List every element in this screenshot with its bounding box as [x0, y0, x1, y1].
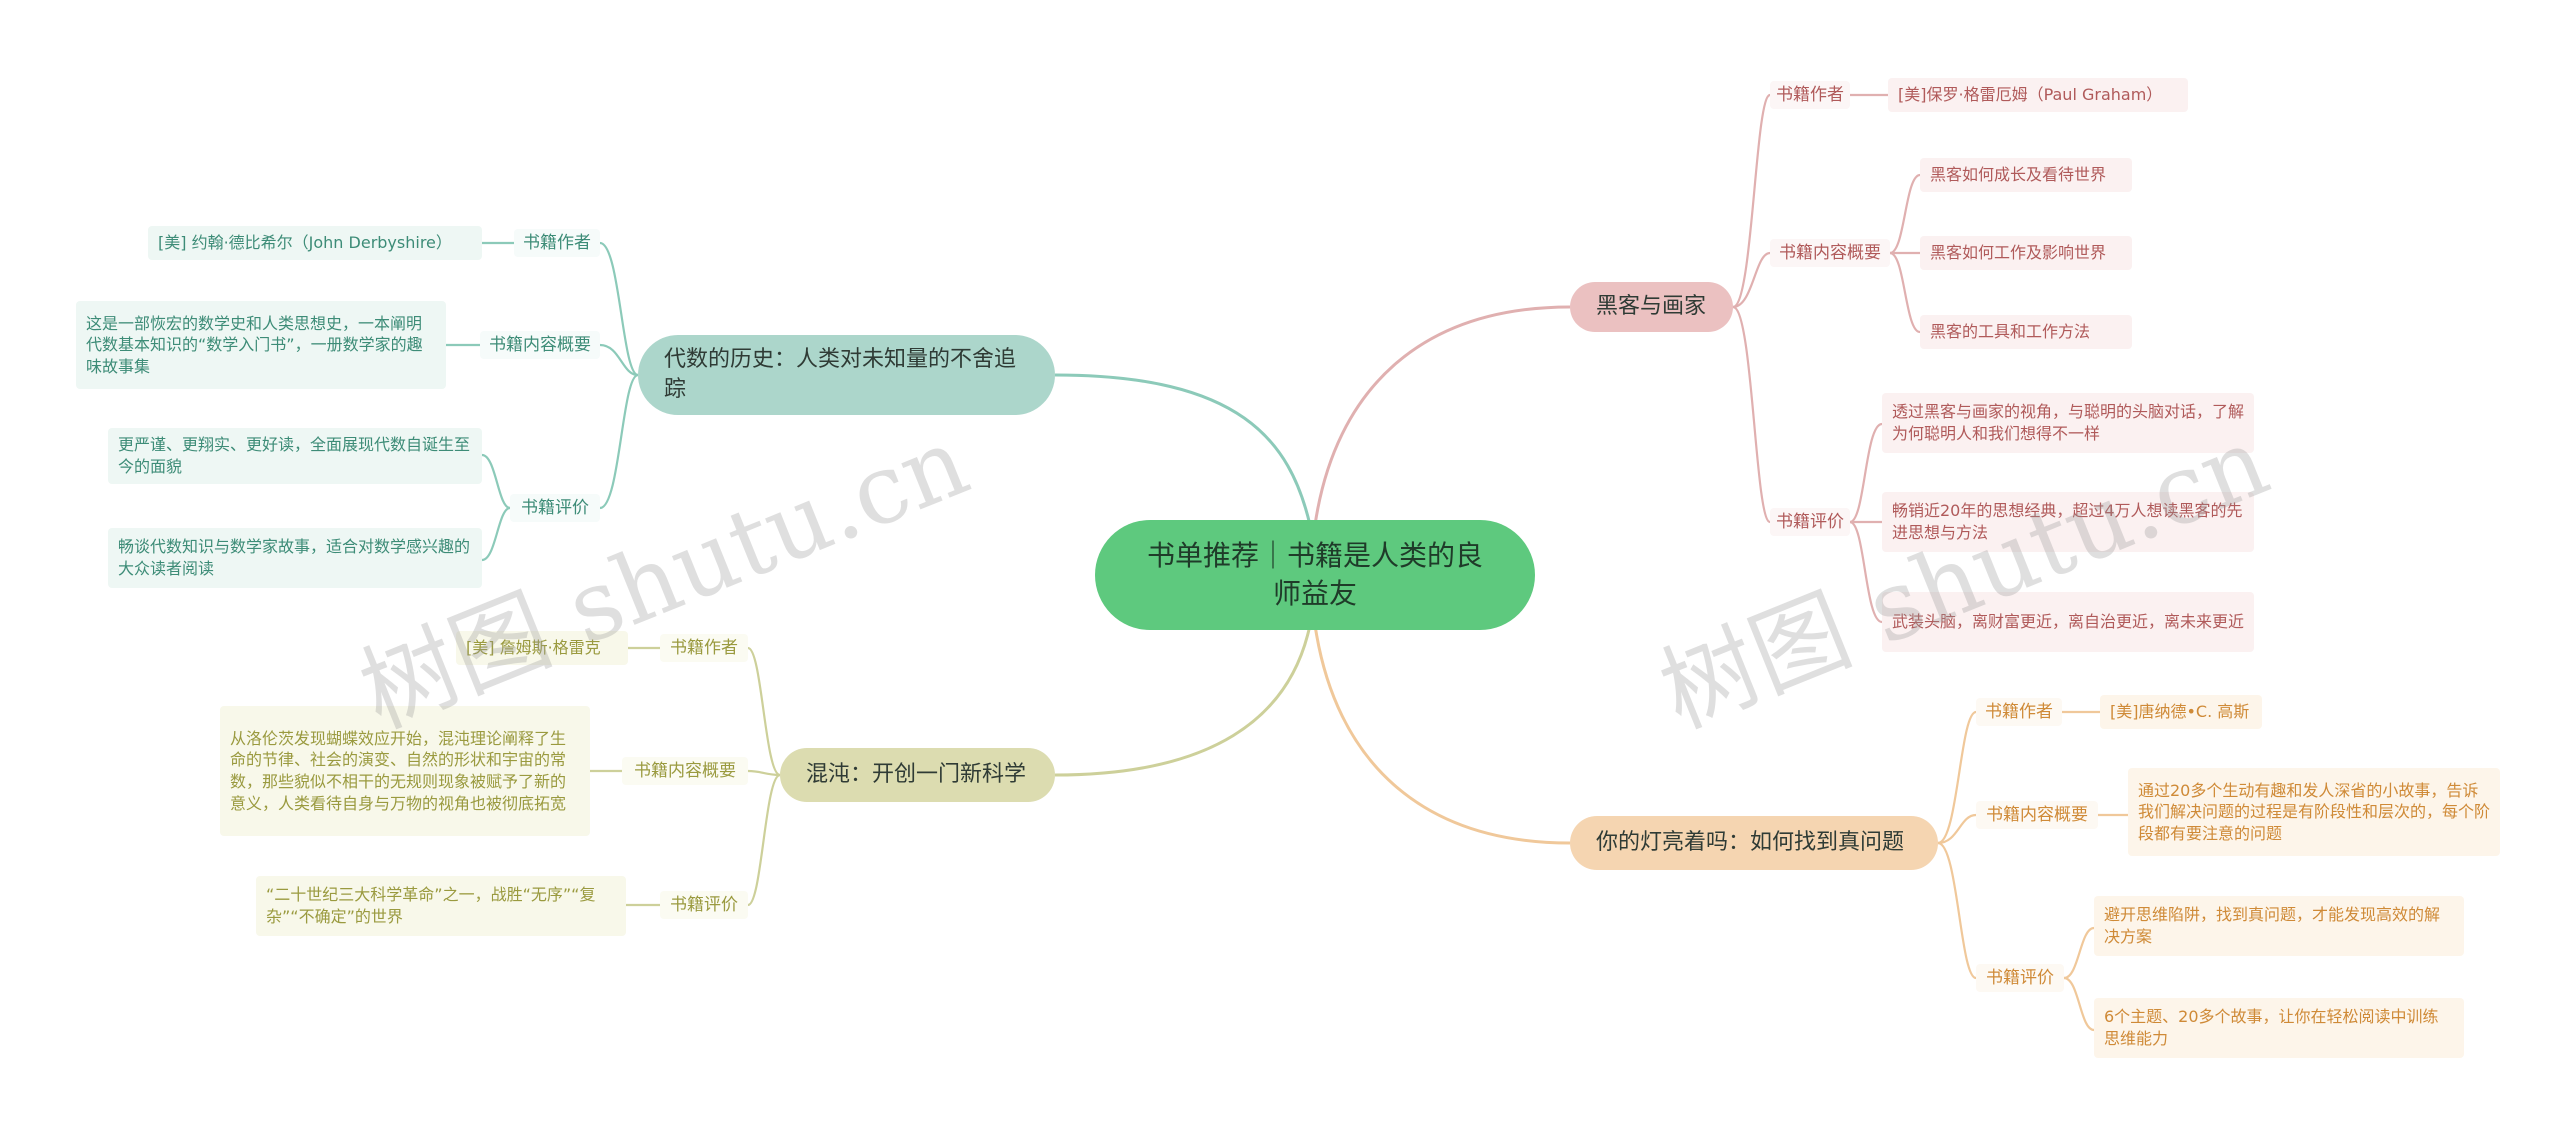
light-author-label[interactable]: 书籍作者	[1976, 698, 2062, 726]
edges-chaos	[590, 646, 781, 907]
chaos-review-label[interactable]: 书籍评价	[660, 891, 748, 919]
hackers-author-label[interactable]: 书籍作者	[1770, 81, 1850, 109]
edge-root-algebra	[1054, 373, 1312, 526]
edges-algebra	[446, 241, 639, 562]
algebra-review-1[interactable]: 更严谨、更翔实、更好读，全面展现代数自诞生至今的面貌	[108, 428, 482, 484]
topic-algebra-history[interactable]: 代数的历史：人类对未知量的不舍追踪	[638, 335, 1055, 415]
edges-light	[1937, 710, 2128, 1032]
chaos-review[interactable]: “二十世纪三大科学革命”之一，战胜“无序”“复杂”“不确定”的世界	[256, 876, 626, 936]
hackers-summary-item-2[interactable]: 黑客如何工作及影响世界	[1920, 236, 2132, 270]
root-topic[interactable]: 书单推荐｜书籍是人类的良师益友	[1095, 520, 1535, 630]
chaos-author-label[interactable]: 书籍作者	[660, 634, 748, 662]
chaos-author[interactable]: [美] 詹姆斯·格雷克	[456, 631, 628, 665]
light-review-1[interactable]: 避开思维陷阱，找到真问题，才能发现高效的解决方案	[2094, 896, 2464, 956]
hackers-author[interactable]: [美]保罗·格雷厄姆（Paul Graham）	[1888, 78, 2188, 112]
algebra-author[interactable]: [美] 约翰·德比希尔（John Derbyshire）	[148, 226, 482, 260]
light-review-2[interactable]: 6个主题、20多个故事，让你在轻松阅读中训练思维能力	[2094, 998, 2464, 1058]
light-author[interactable]: [美]唐纳德•C. 高斯	[2100, 695, 2262, 729]
algebra-author-label[interactable]: 书籍作者	[514, 229, 600, 257]
hackers-review-1[interactable]: 透过黑客与画家的视角，与聪明的头脑对话，了解为何聪明人和我们想得不一样	[1882, 393, 2254, 453]
algebra-review-2[interactable]: 畅谈代数知识与数学家故事，适合对数学感兴趣的大众读者阅读	[108, 528, 482, 588]
light-summary[interactable]: 通过20多个生动有趣和发人深省的小故事，告诉我们解决问题的过程是有阶段性和层次的…	[2128, 768, 2500, 856]
hackers-summary-item-3[interactable]: 黑客的工具和工作方法	[1920, 315, 2132, 349]
root-title: 书单推荐｜书籍是人类的良师益友	[1146, 539, 1483, 610]
algebra-summary[interactable]: 这是一部恢宏的数学史和人类思想史，一本阐明代数基本知识的“数学入门书”，一册数学…	[76, 301, 446, 389]
hackers-review-3[interactable]: 武装头脑，离财富更近，离自治更近，离未来更近	[1882, 592, 2254, 652]
edge-root-light	[1313, 624, 1571, 845]
topic-hackers-painters[interactable]: 黑客与画家	[1570, 282, 1733, 332]
edge-root-chaos	[1054, 624, 1312, 777]
hackers-review-2[interactable]: 畅销近20年的思想经典，超过4万人想读黑客的先进思想与方法	[1882, 492, 2254, 552]
light-review-label[interactable]: 书籍评价	[1976, 964, 2064, 992]
chaos-summary[interactable]: 从洛伦茨发现蝴蝶效应开始，混沌理论阐释了生命的节律、社会的演变、自然的形状和宇宙…	[220, 706, 590, 836]
algebra-review-label[interactable]: 书籍评价	[510, 494, 600, 522]
hackers-review-label[interactable]: 书籍评价	[1770, 508, 1850, 536]
topic-chaos[interactable]: 混沌：开创一门新科学	[780, 748, 1055, 802]
chaos-summary-label[interactable]: 书籍内容概要	[622, 757, 748, 785]
light-summary-label[interactable]: 书籍内容概要	[1976, 801, 2098, 829]
algebra-summary-label[interactable]: 书籍内容概要	[480, 331, 600, 359]
edge-root-hackers	[1313, 305, 1571, 526]
hackers-summary-item-1[interactable]: 黑客如何成长及看待世界	[1920, 158, 2132, 192]
topic-your-light-on[interactable]: 你的灯亮着吗：如何找到真问题	[1570, 816, 1938, 870]
edges-hackers	[1732, 93, 1921, 624]
hackers-summary-label[interactable]: 书籍内容概要	[1770, 239, 1890, 267]
